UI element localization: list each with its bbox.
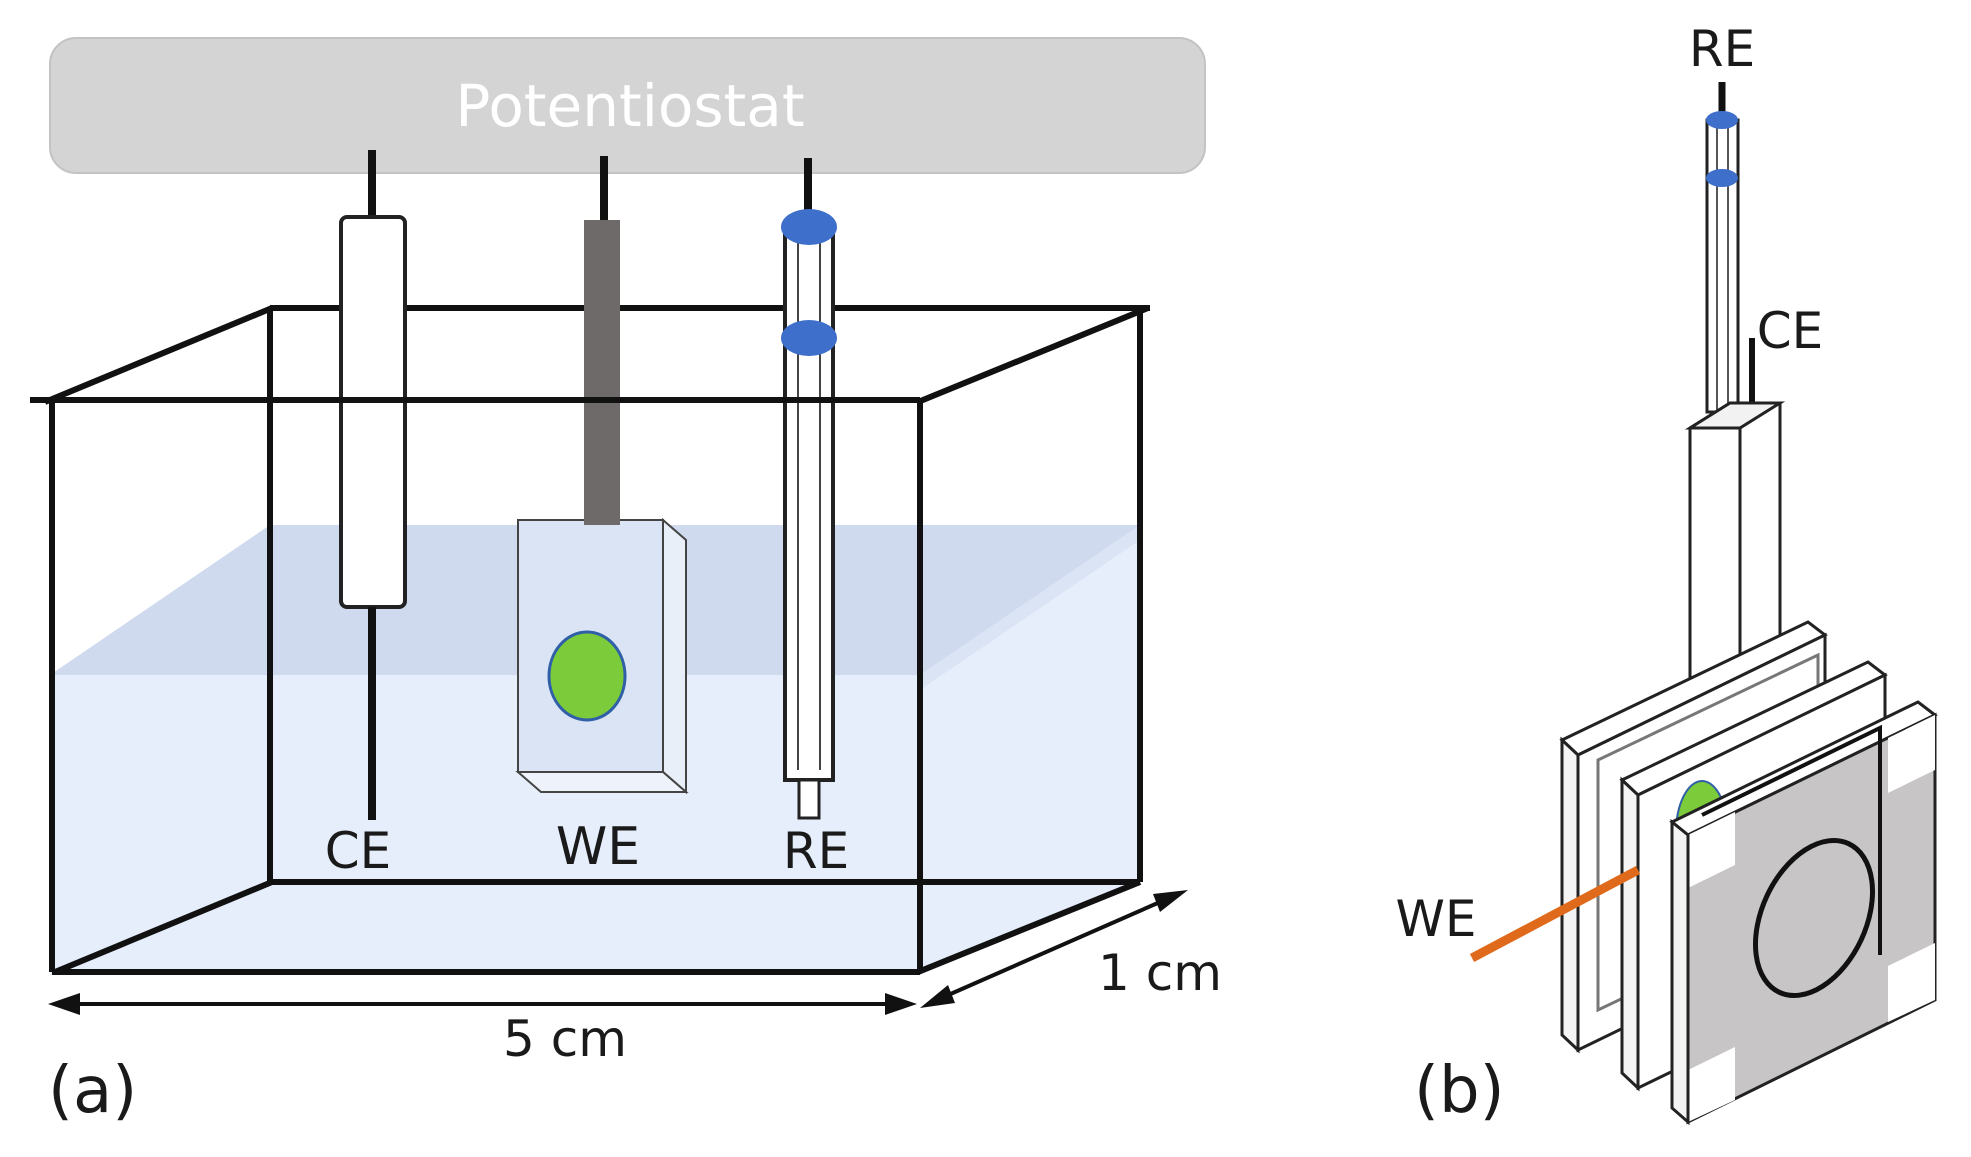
tank-front-frame xyxy=(30,305,1150,975)
re-band-top xyxy=(781,209,837,245)
b-reference-electrode xyxy=(1705,82,1740,432)
working-electrode: WE xyxy=(515,156,689,877)
panel-a: Potentiostat CE xyxy=(30,37,1222,1128)
tank-back-frame xyxy=(267,305,1150,885)
b-re-band-bottom xyxy=(1706,169,1738,187)
we-rod xyxy=(584,220,620,525)
width-dimension: 5 cm xyxy=(48,993,917,1068)
re-band-bottom xyxy=(781,320,837,356)
panel-b-label: (b) xyxy=(1414,1054,1505,1128)
ce-body xyxy=(339,215,407,609)
panel-b: RE CE xyxy=(1395,20,1938,1128)
b-re-label: RE xyxy=(1689,20,1755,78)
depth-dimension: 1 cm xyxy=(920,890,1222,1008)
b-re-band-top xyxy=(1706,111,1738,129)
ce-label: CE xyxy=(325,822,392,880)
potentiostat-box xyxy=(49,37,1206,174)
re-tip xyxy=(797,778,821,820)
potentiostat-label: Potentiostat xyxy=(455,72,804,140)
b-we-lead xyxy=(1469,866,1641,962)
re-label: RE xyxy=(783,822,849,880)
potentiostat: Potentiostat xyxy=(49,37,1206,174)
counter-electrode: CE xyxy=(325,150,407,880)
reference-electrode: RE xyxy=(781,158,849,880)
panel-a-label: (a) xyxy=(48,1054,137,1128)
b-we-label: WE xyxy=(1395,890,1476,948)
we-label: WE xyxy=(556,817,640,877)
re-tube xyxy=(783,220,835,782)
b-front-plate xyxy=(1669,700,1938,1126)
we-active-area xyxy=(547,630,627,722)
depth-label: 1 cm xyxy=(1098,944,1222,1002)
b-ce-label: CE xyxy=(1757,302,1824,360)
b-window-ring xyxy=(1753,838,1875,998)
width-label: 5 cm xyxy=(503,1010,627,1068)
